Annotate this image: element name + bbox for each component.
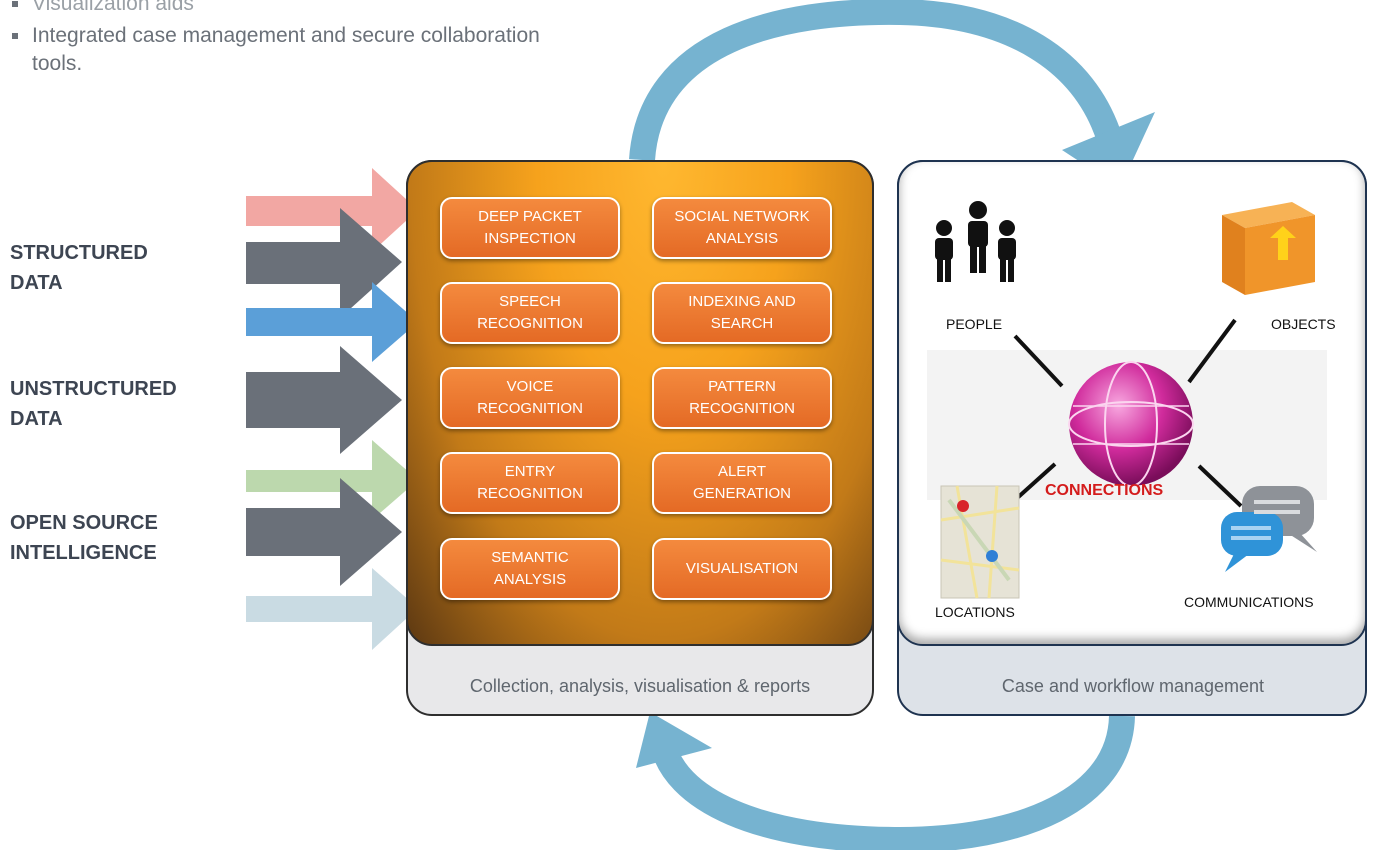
map-icon [940,485,1020,599]
module-speech-recognition[interactable]: SPEECH RECOGNITION [440,282,620,344]
input-arrow-blue [246,282,418,362]
connector-objects [1187,318,1237,384]
connector-locations [1013,462,1057,502]
connector-people [1013,334,1064,388]
module-alert-generation[interactable]: ALERT GENERATION [652,452,832,514]
input-arrow-lightblue [246,568,418,650]
input-arrow-gray-2 [246,346,402,454]
connector-communications [1197,464,1243,508]
bullet-item: Integrated case management and secure co… [10,22,550,78]
module-voice-recognition[interactable]: VOICE RECOGNITION [440,367,620,429]
module-entry-recognition[interactable]: ENTRY RECOGNITION [440,452,620,514]
module-visualisation[interactable]: VISUALISATION [652,538,832,600]
input-arrows [246,168,418,650]
bottom-cycle-arrowhead [636,712,712,768]
label-objects: OBJECTS [1271,316,1336,332]
bullet-item: Visualization aids [10,0,550,18]
case-graphics [927,201,1327,599]
module-deep-packet-inspection[interactable]: DEEP PACKET INSPECTION [440,197,620,259]
bullet-list: Visualization aids Integrated case manag… [10,0,550,78]
people-icon [935,201,1016,282]
module-semantic-analysis[interactable]: SEMANTIC ANALYSIS [440,538,620,600]
label-locations: LOCATIONS [935,604,1015,620]
bottom-cycle-arrow [649,715,1135,850]
input-arrow-gray-1 [246,208,402,318]
speech-bubbles-icon [1221,486,1317,572]
box-icon [1222,202,1315,295]
label-people: PEOPLE [946,316,1003,332]
input-arrow-pink [246,168,418,252]
collection-caption: Collection, analysis, visualisation & re… [469,676,811,696]
label-unstructured-data: UNSTRUCTURED DATA [10,378,177,430]
connections-globe-icon [1068,361,1194,487]
module-pattern-recognition[interactable]: PATTERN RECOGNITION [652,367,832,429]
input-arrow-gray-3 [246,478,402,586]
module-indexing-and-search[interactable]: INDEXING AND SEARCH [652,282,832,344]
label-structured-data: STRUCTURED DATA [10,242,148,294]
top-cycle-arrow [629,0,1123,162]
top-cycle-arrowhead [1062,112,1155,188]
input-arrow-green [246,440,418,520]
label-communications: COMMUNICATIONS [1184,594,1314,610]
label-connections: CONNECTIONS [1045,482,1164,499]
module-social-network-analysis[interactable]: SOCIAL NETWORK ANALYSIS [652,197,832,259]
case-caption: Case and workflow management [1001,676,1265,696]
label-open-source-intelligence: OPEN SOURCE INTELLIGENCE [10,512,158,564]
